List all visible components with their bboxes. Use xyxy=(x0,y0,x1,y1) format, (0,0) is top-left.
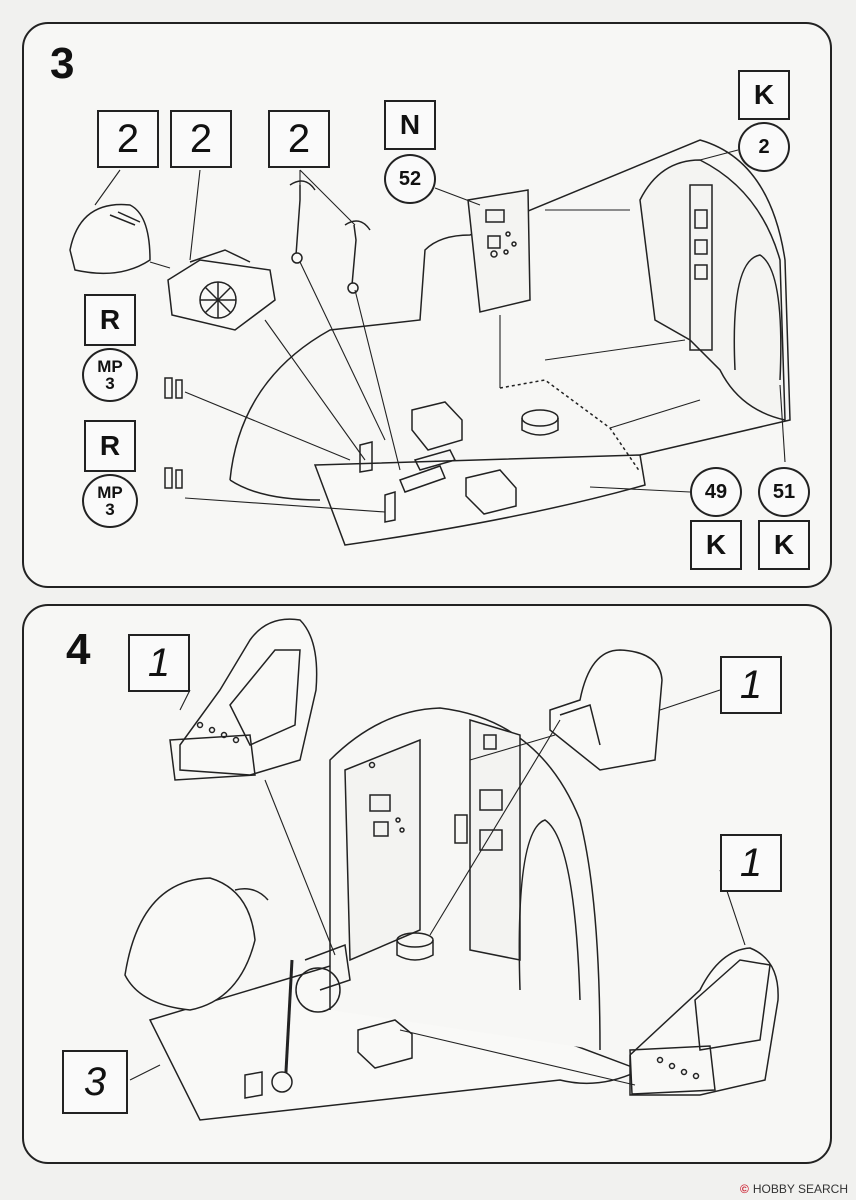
part-callout-box: 2 xyxy=(268,110,330,168)
brand-logo: © xyxy=(740,1182,749,1196)
step-4-number: 4 xyxy=(66,625,91,674)
sprue-letter-box: R xyxy=(84,420,136,472)
sprue-letter-box: R xyxy=(84,294,136,346)
part-callout-box: 2 xyxy=(97,110,159,168)
part-number-circle: 49 xyxy=(690,467,742,517)
sprue-letter-box: K xyxy=(758,520,810,570)
sprue-letter-box: K xyxy=(738,70,790,120)
step-3-number: 3 xyxy=(50,39,75,88)
brand-name: HOBBY SEARCH xyxy=(752,1182,848,1196)
part-callout-box: 2 xyxy=(170,110,232,168)
sprue-letter-box: K xyxy=(690,520,742,570)
part-callout-box: 1 xyxy=(720,834,782,892)
subassembly-callout-box: 3 xyxy=(62,1050,128,1114)
site-watermark: © HOBBY SEARCH xyxy=(740,1182,848,1196)
sprue-letter-box: N xyxy=(384,100,436,150)
part-number-circle: 51 xyxy=(758,467,810,517)
part-callout-box: 1 xyxy=(128,634,190,692)
step-3-illustration xyxy=(69,139,791,546)
part-number-circle: 2 xyxy=(738,122,790,172)
part-callout-box: 1 xyxy=(720,656,782,714)
part-number-circle: 52 xyxy=(384,154,436,204)
